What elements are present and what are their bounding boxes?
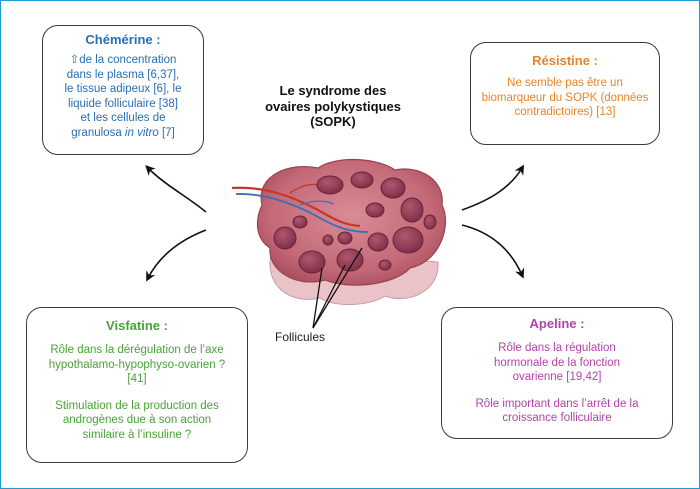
visfatine-p2-line-2: androgènes due à son action [62,414,212,426]
resistine-box: Résistine : Ne semble pas être un biomar… [470,42,660,145]
chemerine-line-2: dans le plasma [6,37], [66,68,180,81]
apeline-p2-line-2: croissance folliculaire [502,412,612,424]
chemerine-box: Chémérine : ⇧de la concentration dans le… [42,25,204,155]
visfatine-p1-line-3: [41] [127,373,147,385]
arrow-to-visfatine-icon [146,229,207,282]
apeline-p2-line-1: Rôle important dans l’arrêt de la [475,397,639,410]
chemerine-line-3: le tissue adipeux [6], le [64,83,182,95]
visfatine-p1-line-1: Rôle dans la dérégulation de l’axe [50,344,224,356]
center-title: Le syndrome des ovaires polykystiques (S… [265,83,401,129]
chemerine-title: Chémérine : [85,32,161,47]
chemerine-line-1: ⇧de la concentration [69,54,177,66]
follicles-label: Follicules [275,330,326,344]
apeline-p1-line-1: Rôle dans la régulation [498,342,616,354]
chemerine-line-6: granulosa in vitro [7] [43,126,203,141]
arrow-to-resistine-icon [461,164,525,211]
visfatine-p2-line-3: similaire à l’insuline ? [82,428,192,441]
chemerine-line-5: et les cellules de [80,112,166,124]
visfatine-p2-line-1: Stimulation de la production des [55,399,219,412]
arrow-to-chemerine-icon [145,165,207,213]
visfatine-box: Visfatine : Rôle dans la dérégulation de… [26,307,248,463]
apeline-title: Apeline : [529,316,585,331]
follicle-pointer-lines [312,247,363,329]
visfatine-title: Visfatine : [106,318,168,333]
apeline-p1-line-3: ovarienne [19,42] [512,371,602,383]
chemerine-line-6-italic: in vitro [124,126,159,139]
resistine-title: Résistine : [532,53,598,68]
chemerine-line-6-post: [7] [158,126,175,139]
chemerine-line-4: liquide folliculaire [38] [68,97,178,110]
resistine-line-3: contradictoires) [13] [514,106,616,118]
resistine-line-2: biomarqueur du SOPK (données [481,91,649,104]
chemerine-line-6-pre: granulosa [71,126,125,139]
apeline-p1-line-2: hormonale de la fonction [494,356,620,369]
resistine-line-1: Ne semble pas être un [507,77,623,89]
apeline-box: Apeline : Rôle dans la régulation hormon… [441,307,673,439]
arrow-to-apeline-icon [461,224,525,279]
ovary-illustration [231,159,446,306]
visfatine-p1-line-2: hypothalamo-hypophyso-ovarien ? [48,358,226,371]
